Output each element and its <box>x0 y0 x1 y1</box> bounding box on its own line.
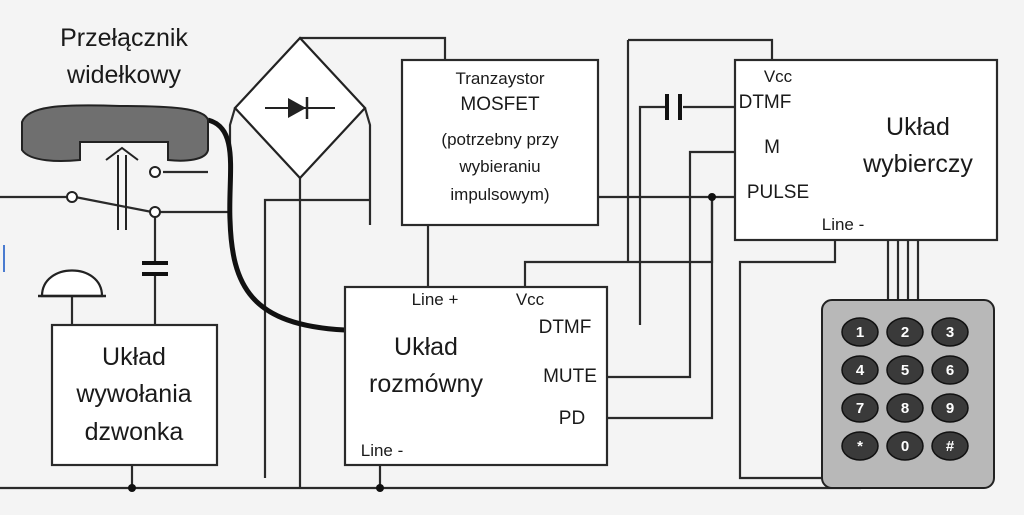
dialer-m-label: M <box>764 137 780 158</box>
keypad-key <box>886 393 924 423</box>
speech-vcc-label: Vcc <box>516 290 545 309</box>
keypad-key-label: 6 <box>946 362 954 379</box>
hook-arrow-icon <box>105 146 139 161</box>
keypad-keys: 1 2 3 4 5 6 7 8 9 * 0 # <box>841 317 969 461</box>
bottom-bus-right-wire <box>380 478 862 490</box>
mosfet-line3: (potrzebny przy <box>441 130 559 149</box>
keypad-key <box>841 317 879 347</box>
junction-dot <box>708 193 716 201</box>
dialer-pulse-label: PULSE <box>747 182 809 203</box>
speech-title-1: Układ <box>394 333 458 361</box>
speech-title-2: rozmówny <box>369 370 483 398</box>
bridge-top-wire <box>300 36 447 60</box>
wires <box>0 36 920 492</box>
keypad-key <box>886 431 924 461</box>
keypad-key-label: # <box>946 438 955 455</box>
ringer-box <box>50 323 219 467</box>
dialer-vcc-label: Vcc <box>764 67 793 86</box>
dialer-line-minus-label: Line - <box>822 215 865 234</box>
diode-icon <box>265 97 335 119</box>
keypad-key-label: 4 <box>856 362 865 379</box>
keypad-key <box>841 393 879 423</box>
keypad-key-label: 2 <box>901 324 909 341</box>
top-right-wire <box>628 38 774 60</box>
dialer-ground-wire <box>738 240 860 480</box>
keypad-key-label: 3 <box>946 324 954 341</box>
dialer-box <box>733 58 999 242</box>
handset-icon <box>21 104 209 162</box>
speech-box <box>343 285 609 467</box>
contact-icon <box>66 191 78 203</box>
capacitor-icon <box>142 261 168 276</box>
bridge-right-wire <box>363 107 372 225</box>
keypad-key-label: 1 <box>856 324 864 341</box>
ringer-line3: dzwonka <box>85 418 184 446</box>
contact-icon <box>149 166 161 178</box>
pd-wire <box>607 197 714 420</box>
keypad-key-label: 5 <box>901 362 909 379</box>
keypad-key-label: 9 <box>946 400 954 417</box>
mosfet-line4: wybieraniu <box>458 157 540 176</box>
mosfet-box <box>400 58 600 227</box>
keypad-key-label: 7 <box>856 400 864 417</box>
mute-wire <box>607 150 735 379</box>
hook-switch-label-1: Przełącznik <box>60 24 188 52</box>
keypad-key-label: * <box>857 438 863 455</box>
dialer-dtmf-label: DTMF <box>739 92 792 113</box>
junction-dot <box>128 484 136 492</box>
mosfet-line2: MOSFET <box>460 94 540 115</box>
bridge-ground-wire <box>263 198 370 478</box>
ringer-line2: wywołania <box>75 380 191 408</box>
speech-pd-label: PD <box>559 408 585 429</box>
mosfet-line1: Tranzaystor <box>455 69 544 88</box>
hook-switch-blade <box>74 195 153 214</box>
keypad-key-label: 0 <box>901 438 909 455</box>
speech-line-plus-label: Line + <box>412 290 459 309</box>
speech-mute-label: MUTE <box>543 366 597 387</box>
keypad-key <box>841 355 879 385</box>
speech-dtmf-label: DTMF <box>539 317 592 338</box>
keypad-key <box>841 431 879 461</box>
capacitor-icon <box>665 94 682 120</box>
hook-switch-label-2: widełkowy <box>66 61 181 89</box>
dialer-title-2: wybierczy <box>862 150 973 178</box>
keypad-key <box>886 355 924 385</box>
speech-line-minus-label: Line - <box>361 441 404 460</box>
keypad-key <box>931 317 969 347</box>
contact-icon <box>149 206 161 218</box>
keypad-key <box>931 431 969 461</box>
keypad-key <box>886 317 924 347</box>
keypad-key <box>931 355 969 385</box>
keypad-key-label: 8 <box>901 400 909 417</box>
keypad-key <box>931 393 969 423</box>
dtmf-wire <box>638 105 665 325</box>
bell-icon <box>40 269 104 298</box>
junction-dot <box>376 484 384 492</box>
dialer-title-1: Układ <box>886 113 950 141</box>
ringer-line1: Układ <box>102 343 166 371</box>
handset-cord <box>207 117 346 333</box>
bottom-bus-wire <box>0 465 382 490</box>
mosfet-line5: impulsowym) <box>450 185 549 204</box>
